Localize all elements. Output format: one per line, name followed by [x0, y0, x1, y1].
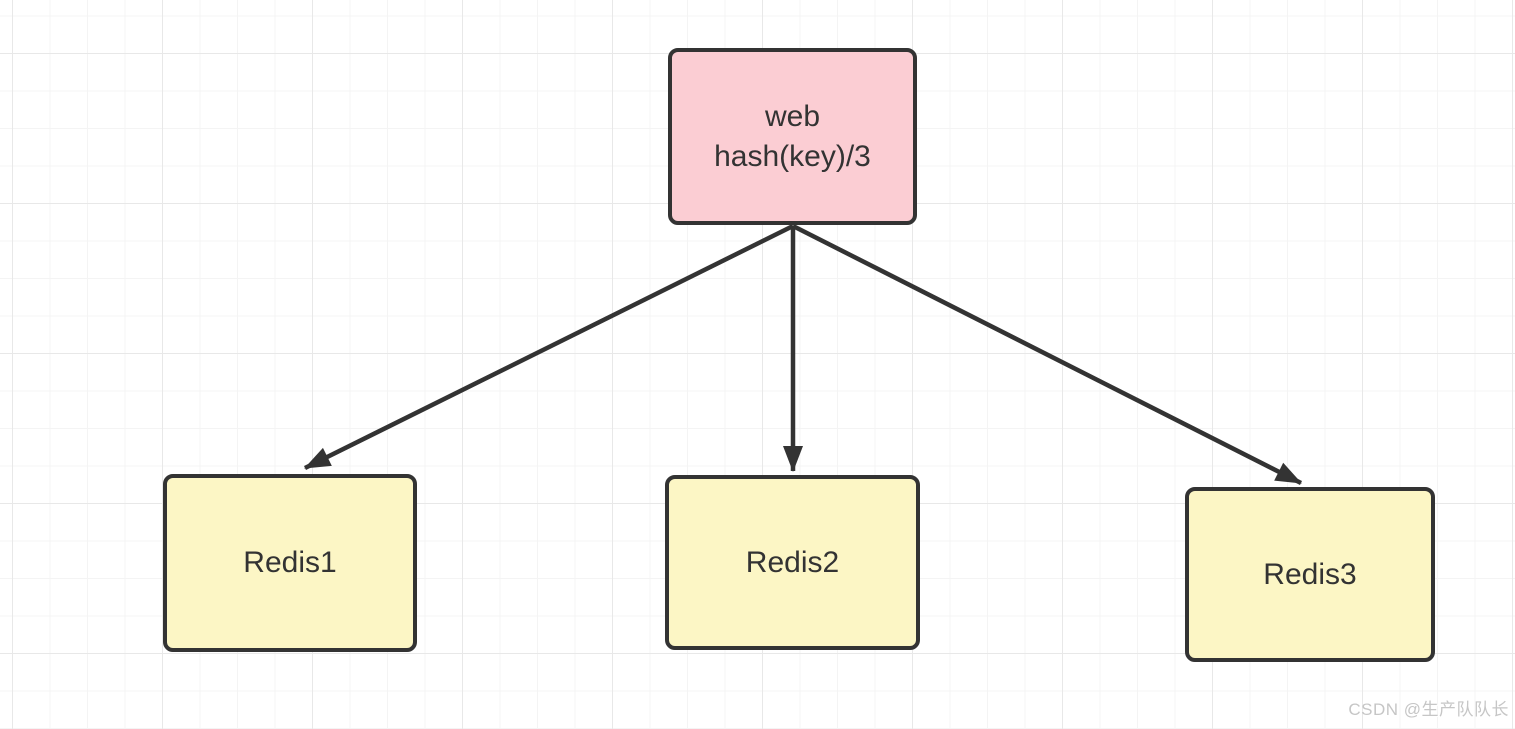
node-redis1-label: Redis1 [243, 546, 337, 579]
node-redis2: Redis2 [665, 475, 920, 650]
node-redis2-label: Redis2 [745, 545, 840, 579]
arrow-web-to-redis1 [304, 223, 794, 471]
node-redis1: Redis1 [163, 474, 417, 652]
node-redis3: Redis3 [1185, 487, 1435, 662]
node-web: web hash(key)/3 [668, 48, 917, 225]
node-web-label-line1: web [764, 99, 821, 133]
arrow-web-to-redis3 [791, 223, 1303, 486]
watermark: CSDN @生产队队长 [1348, 700, 1509, 719]
node-web-label-line2: hash(key)/3 [714, 139, 871, 173]
node-redis3-label: Redis3 [1263, 557, 1357, 591]
